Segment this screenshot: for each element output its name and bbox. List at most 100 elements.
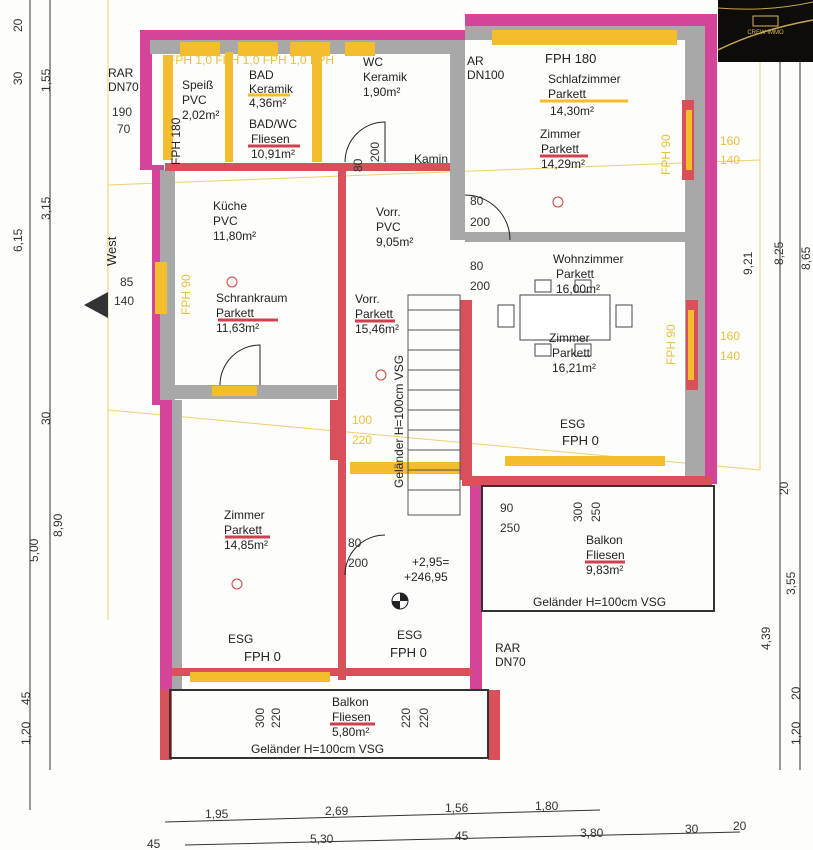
staircase (407, 294, 461, 516)
room-floor: Parkett (556, 267, 595, 281)
room-name: BAD/WC (249, 117, 297, 131)
room-floor: Parkett (224, 523, 263, 537)
dimension-label: 45 (455, 829, 469, 843)
room-name: Speiß (182, 78, 213, 92)
drain-label: RAR (495, 641, 521, 655)
door-dimension: 200 (368, 142, 382, 162)
level-label: +2,95= (412, 555, 449, 569)
window-dimension: 160 (720, 134, 740, 148)
room-floor: PVC (376, 220, 401, 234)
room-floor: Parkett (548, 87, 587, 101)
room-area: 10,91m² (251, 147, 295, 161)
door-dimension: 80 (348, 536, 362, 550)
heater-label: FPH 0 (244, 649, 281, 664)
dimension-label: 1,95 (205, 807, 229, 821)
room-area: 14,30m² (550, 104, 594, 118)
window-dimension: 140 (720, 349, 740, 363)
dimension-label: 3,55 (784, 571, 798, 595)
dimension-label: 2,69 (325, 804, 349, 818)
door-dimension: 220 (399, 708, 413, 728)
inner-walls (150, 26, 705, 690)
room-floor: Parkett (216, 306, 255, 320)
room-area: 11,80m² (213, 229, 256, 243)
reference-point-icon (391, 592, 409, 610)
door-dimension: 300 (253, 708, 267, 728)
room-name: Vorr. (355, 292, 380, 306)
room-floor: PVC (182, 93, 207, 107)
door-dimension: 100 (352, 413, 372, 427)
door-dimension: 90 (500, 501, 514, 515)
room-name: Küche (213, 199, 247, 213)
room-floor: Parkett (355, 307, 394, 321)
room-floor: Fliesen (251, 132, 290, 146)
dimension-label: 45 (19, 691, 33, 705)
glazing-label: ESG (397, 628, 422, 642)
dimension-label: 45 (147, 837, 161, 850)
door-dimension: 220 (269, 708, 283, 728)
door-dimension: 80 (470, 194, 484, 208)
window-dimension: 70 (117, 122, 131, 136)
heater-label: FPH 90 (179, 274, 193, 315)
room-area: 15,46m² (355, 322, 399, 336)
dimension-label: 6,15 (11, 228, 25, 252)
dining-table (497, 279, 633, 357)
room-name: Schrankraum (216, 291, 287, 305)
dimension-label: 5,30 (310, 832, 334, 846)
dimension-label: 30 (39, 411, 53, 425)
dimension-label: 1,56 (445, 801, 469, 815)
dimension-label: 8,90 (51, 513, 65, 537)
drain-label: AR (467, 54, 484, 68)
drain-label: DN100 (467, 68, 505, 82)
window-dimension: 190 (112, 105, 132, 119)
dimension-label: 1,20 (19, 721, 33, 745)
door-dimension: 300 (571, 502, 585, 522)
room-name: WC (363, 55, 383, 69)
balcony-outlines (169, 485, 715, 759)
drain-label: DN70 (495, 655, 526, 669)
room-area: 14,85m² (224, 538, 268, 552)
light-markers (226, 196, 564, 590)
railing-label: Geländer H=100cm VSG (533, 595, 666, 609)
door-dimension: 200 (348, 556, 368, 570)
room-area: 4,36m² (249, 96, 286, 110)
room-area: 9,05m² (376, 235, 413, 249)
door-swings (219, 121, 511, 576)
room-area: 16,00m² (556, 282, 600, 296)
room-name: Balkon (332, 695, 369, 709)
door-dimension: 220 (352, 433, 372, 447)
dimension-label: 1,55 (39, 68, 53, 92)
door-dimension: 80 (470, 259, 484, 273)
heater-label: FPH 90 (664, 324, 678, 365)
kamin-label: Kamin (414, 152, 448, 166)
dimension-label: 8,65 (799, 246, 813, 270)
dimension-lines (29, 0, 801, 846)
window-dimension: 85 (120, 275, 134, 289)
window-dimension: 140 (720, 153, 740, 167)
west-arrow-icon (84, 292, 108, 318)
room-area: 9,83m² (586, 563, 623, 577)
dimension-label: 3,15 (39, 196, 53, 220)
dimension-label: 5,00 (27, 538, 41, 562)
room-area: 2,02m² (182, 108, 219, 122)
room-area: 11,63m² (216, 321, 259, 335)
room-name: Zimmer (224, 508, 265, 522)
railing-label: Geländer H=100cm VSG (392, 355, 406, 488)
dimension-label: 20 (777, 481, 791, 495)
door-dimension: 80 (351, 158, 365, 172)
drain-label: DN70 (108, 80, 139, 94)
heater-label: FPH 180 (545, 51, 596, 66)
heater-label: FPH 180 (169, 117, 183, 165)
company-logo: CREW IMMO (718, 0, 813, 62)
heater-label: FPH 0 (562, 433, 599, 448)
room-floor: PVC (213, 214, 238, 228)
room-name: Wohnzimmer (553, 252, 623, 266)
room-name: Zimmer (540, 127, 581, 141)
glazing-label: ESG (228, 632, 253, 646)
room-floor: Parkett (541, 142, 580, 156)
room-name: Schlafzimmer (548, 72, 621, 86)
heater-label: FPH 0 (390, 645, 427, 660)
heater-label: FPH 1,0 FPH 1,0 FPH 1,0 FPH (168, 53, 334, 67)
dimension-label: 1,20 (789, 721, 803, 745)
room-floor: Keramik (363, 70, 408, 84)
heater-label: FPH 90 (659, 134, 673, 175)
